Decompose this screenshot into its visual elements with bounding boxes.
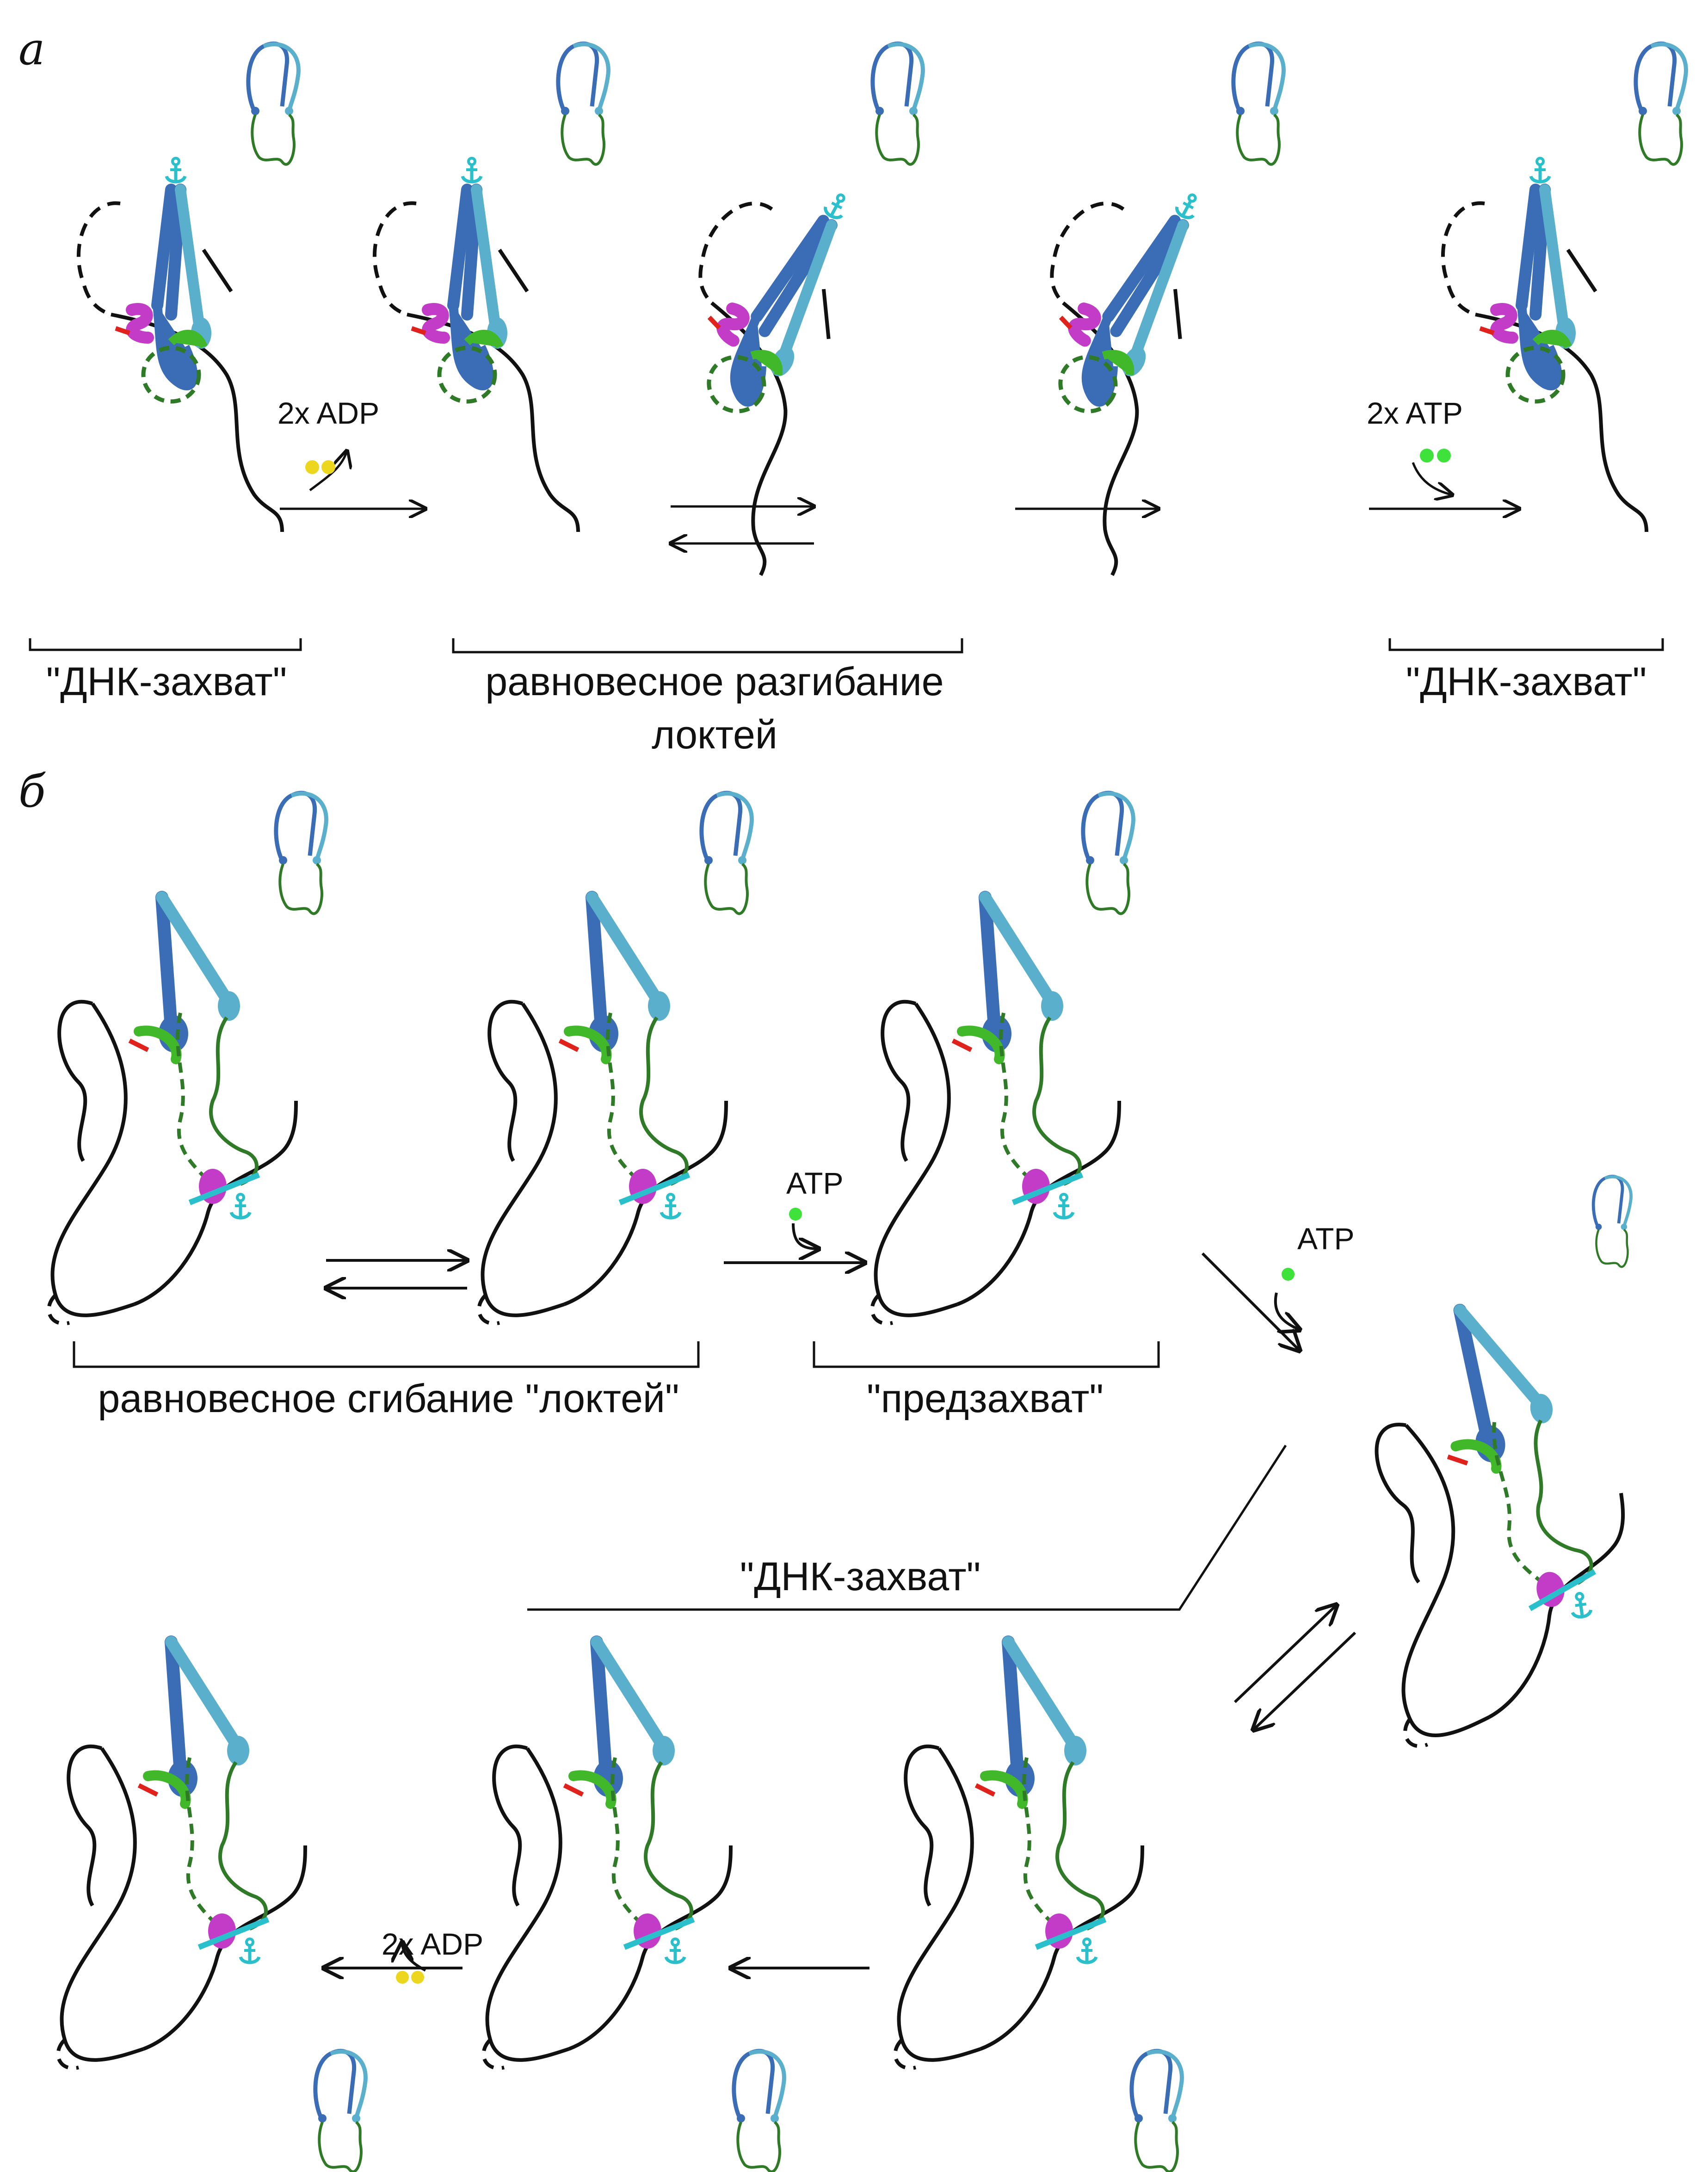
- atp-molecule-icon: [1420, 449, 1434, 463]
- panel-b-arrows: [324, 1223, 1357, 1970]
- panel-a-complexes: [79, 149, 1646, 575]
- panel-b-ring-icons: [276, 793, 1631, 2172]
- bracket-label-precapture: "предзахват": [867, 1376, 1104, 1421]
- bracket-label-elbow-unbend-2: локтей: [652, 713, 777, 757]
- reagent-label-atp-b2: ATP: [1297, 1222, 1355, 1256]
- atp-molecule-icon: [789, 1208, 802, 1221]
- reagent-label-adp-a: 2x ADP: [277, 396, 380, 430]
- panel-a-ring-icons: [248, 43, 1686, 164]
- reagent-label-atp-a: 2x ATP: [1367, 396, 1463, 430]
- bracket-label-elbow-bend: равновесное сгибание "локтей": [98, 1376, 679, 1421]
- bracket-label-elbow-unbend-1: равновесное разгибание: [485, 660, 944, 704]
- capture-label-b: "ДНК-захват": [740, 1555, 981, 1599]
- panel-b-nucleotides: [396, 1208, 1295, 1984]
- adp-molecule-icon: [396, 1971, 409, 1984]
- bracket-label-capture-right: "ДНК-захват": [1406, 660, 1647, 704]
- panel-a-arrows: [280, 451, 1519, 543]
- panel-label-b: б: [18, 765, 46, 817]
- reagent-label-adp-b: 2x ADP: [382, 1927, 484, 1961]
- panel-label-a: а: [18, 23, 45, 75]
- panel-b-brackets: [73, 1341, 1160, 1368]
- panel-a-nucleotides: [305, 449, 1451, 474]
- adp-molecule-icon: [305, 460, 319, 474]
- bracket-label-capture-left: "ДНК-захват": [46, 660, 287, 704]
- reagent-label-atp-b1: ATP: [786, 1166, 844, 1200]
- panel-a-brackets: [29, 638, 1664, 654]
- panel-b-complexes: [49, 897, 1652, 2068]
